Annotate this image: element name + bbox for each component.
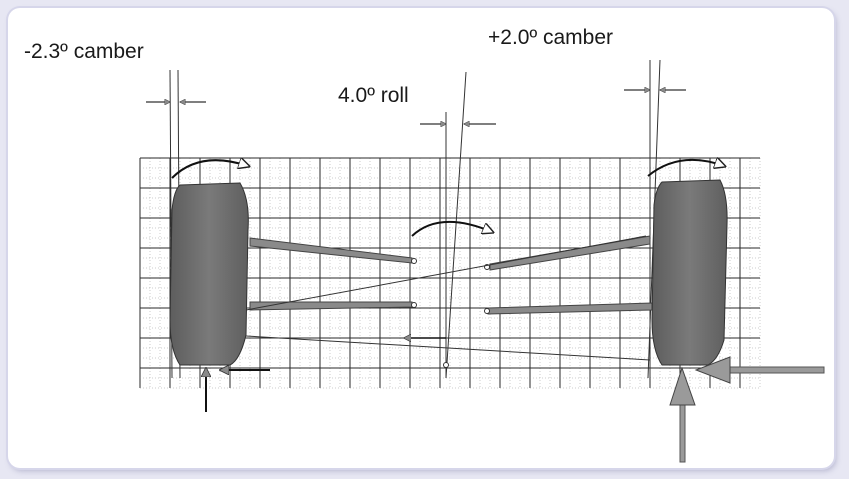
right-tire-rotation-arrow	[647, 160, 724, 177]
body-roll-arrow	[411, 221, 492, 237]
suspension-roll-diagram: -2.3º camber +2.0º camber 4.0º roll	[24, 26, 825, 463]
right-lower-arm	[487, 302, 653, 315]
roll-label: 4.0º roll	[338, 84, 409, 107]
dimension-arrows	[146, 90, 686, 124]
left-upper-arm	[249, 237, 413, 264]
right-tire	[651, 179, 728, 366]
force-arrows	[206, 338, 825, 463]
right-camber-label: +2.0º camber	[488, 26, 613, 49]
chassis-lines	[245, 235, 651, 361]
rotation-arrows	[171, 160, 724, 237]
left-tire-rotation-arrow	[171, 160, 248, 179]
right-upper-arm	[489, 235, 651, 271]
left-lower-arm	[249, 301, 413, 311]
left-camber-label: -2.3º camber	[24, 40, 144, 63]
diagram-frame: -2.3º camber +2.0º camber 4.0º roll	[8, 8, 834, 468]
right-lateral-force-arrow	[694, 356, 825, 384]
right-vertical-force-arrow	[669, 366, 696, 463]
left-tire	[169, 182, 249, 366]
